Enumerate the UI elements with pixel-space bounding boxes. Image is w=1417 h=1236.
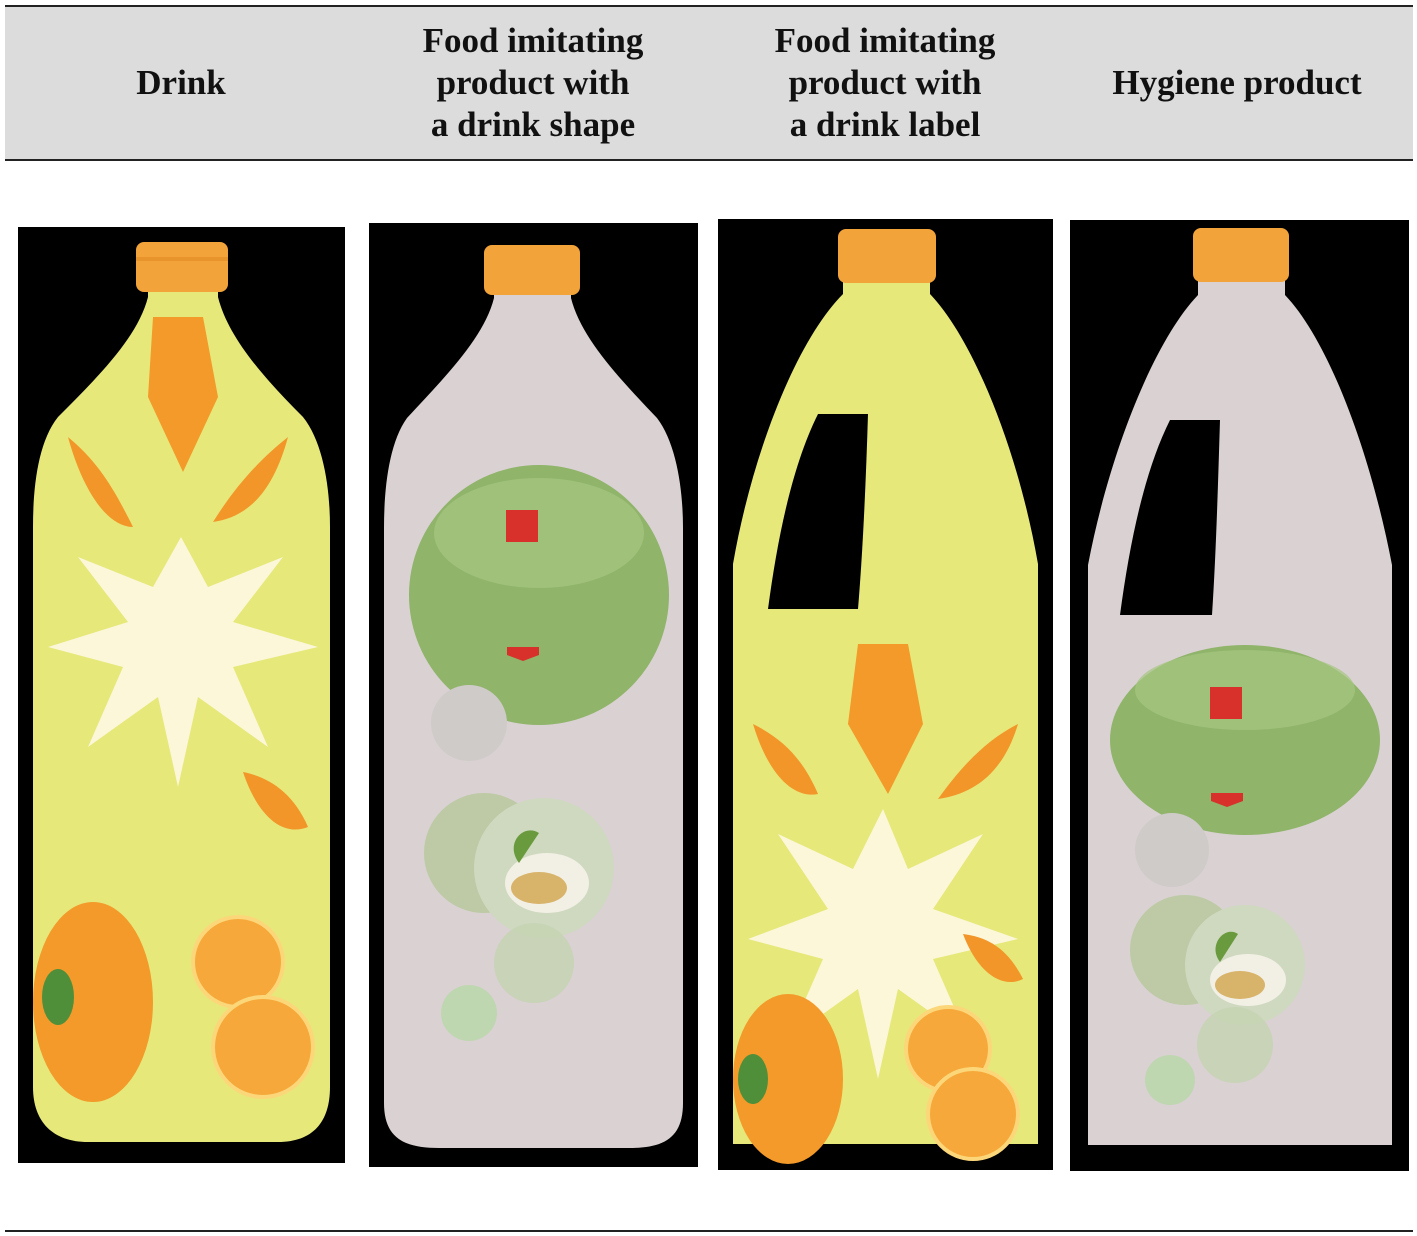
table-header: Drink Food imitating product with a drin… xyxy=(5,5,1413,161)
header-hygiene: Hygiene product xyxy=(1112,63,1362,102)
food-drink-label-bottle-image xyxy=(718,219,1053,1170)
header-food-drink-label: Food imitating product with a drink labe… xyxy=(774,21,996,144)
drink-bottle-image xyxy=(18,227,345,1163)
hygiene-bottle-image xyxy=(1070,220,1409,1171)
food-drink-shape-bottle-image xyxy=(369,223,698,1167)
table-bottom-rule xyxy=(5,1230,1413,1232)
header-drink: Drink xyxy=(136,63,226,102)
header-food-drink-shape: Food imitating product with a drink shap… xyxy=(422,21,644,144)
